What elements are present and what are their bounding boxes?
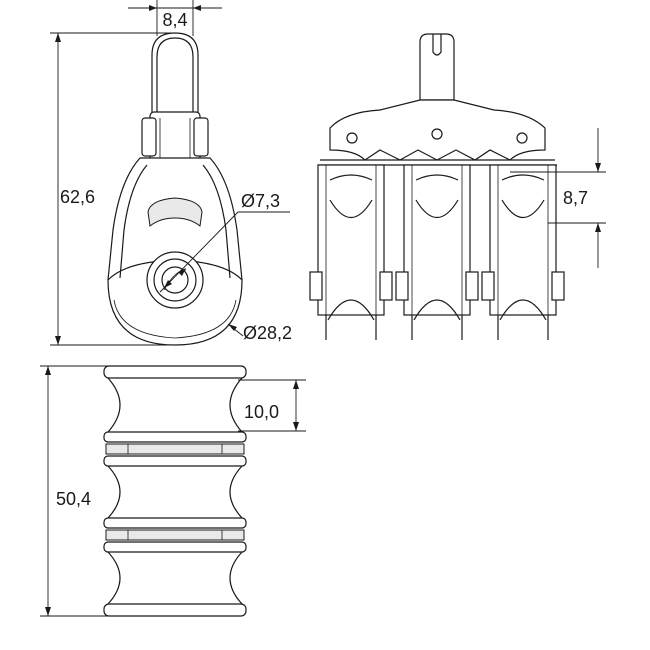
dim-groove-width: 10,0 (238, 379, 306, 432)
side-view (107, 32, 243, 346)
dim-groove-width-label: 10,0 (244, 402, 279, 422)
sheave-center (395, 164, 479, 340)
dim-bore-diameter: Ø7,3 (159, 191, 290, 293)
dim-block-width-label: 50,4 (56, 489, 91, 509)
dim-overall-height: 62,6 (50, 32, 172, 346)
dim-sheave-spacing-label: 8,7 (563, 188, 588, 208)
dim-sheave-diameter-label: Ø28,2 (243, 323, 292, 343)
sheave-left (309, 164, 393, 340)
dim-bore-diameter-label: Ø7,3 (241, 191, 280, 211)
dim-block-width: 50,4 (40, 365, 120, 617)
dim-sheave-spacing: 8,7 (510, 128, 606, 268)
top-view (103, 365, 247, 617)
sheave-right (481, 164, 565, 340)
dim-pin-width-label: 8,4 (162, 10, 187, 30)
dim-pin-width: 8,4 (128, 0, 222, 36)
dim-sheave-diameter: Ø28,2 (227, 323, 292, 343)
dim-overall-height-label: 62,6 (60, 187, 95, 207)
front-view (318, 33, 557, 166)
